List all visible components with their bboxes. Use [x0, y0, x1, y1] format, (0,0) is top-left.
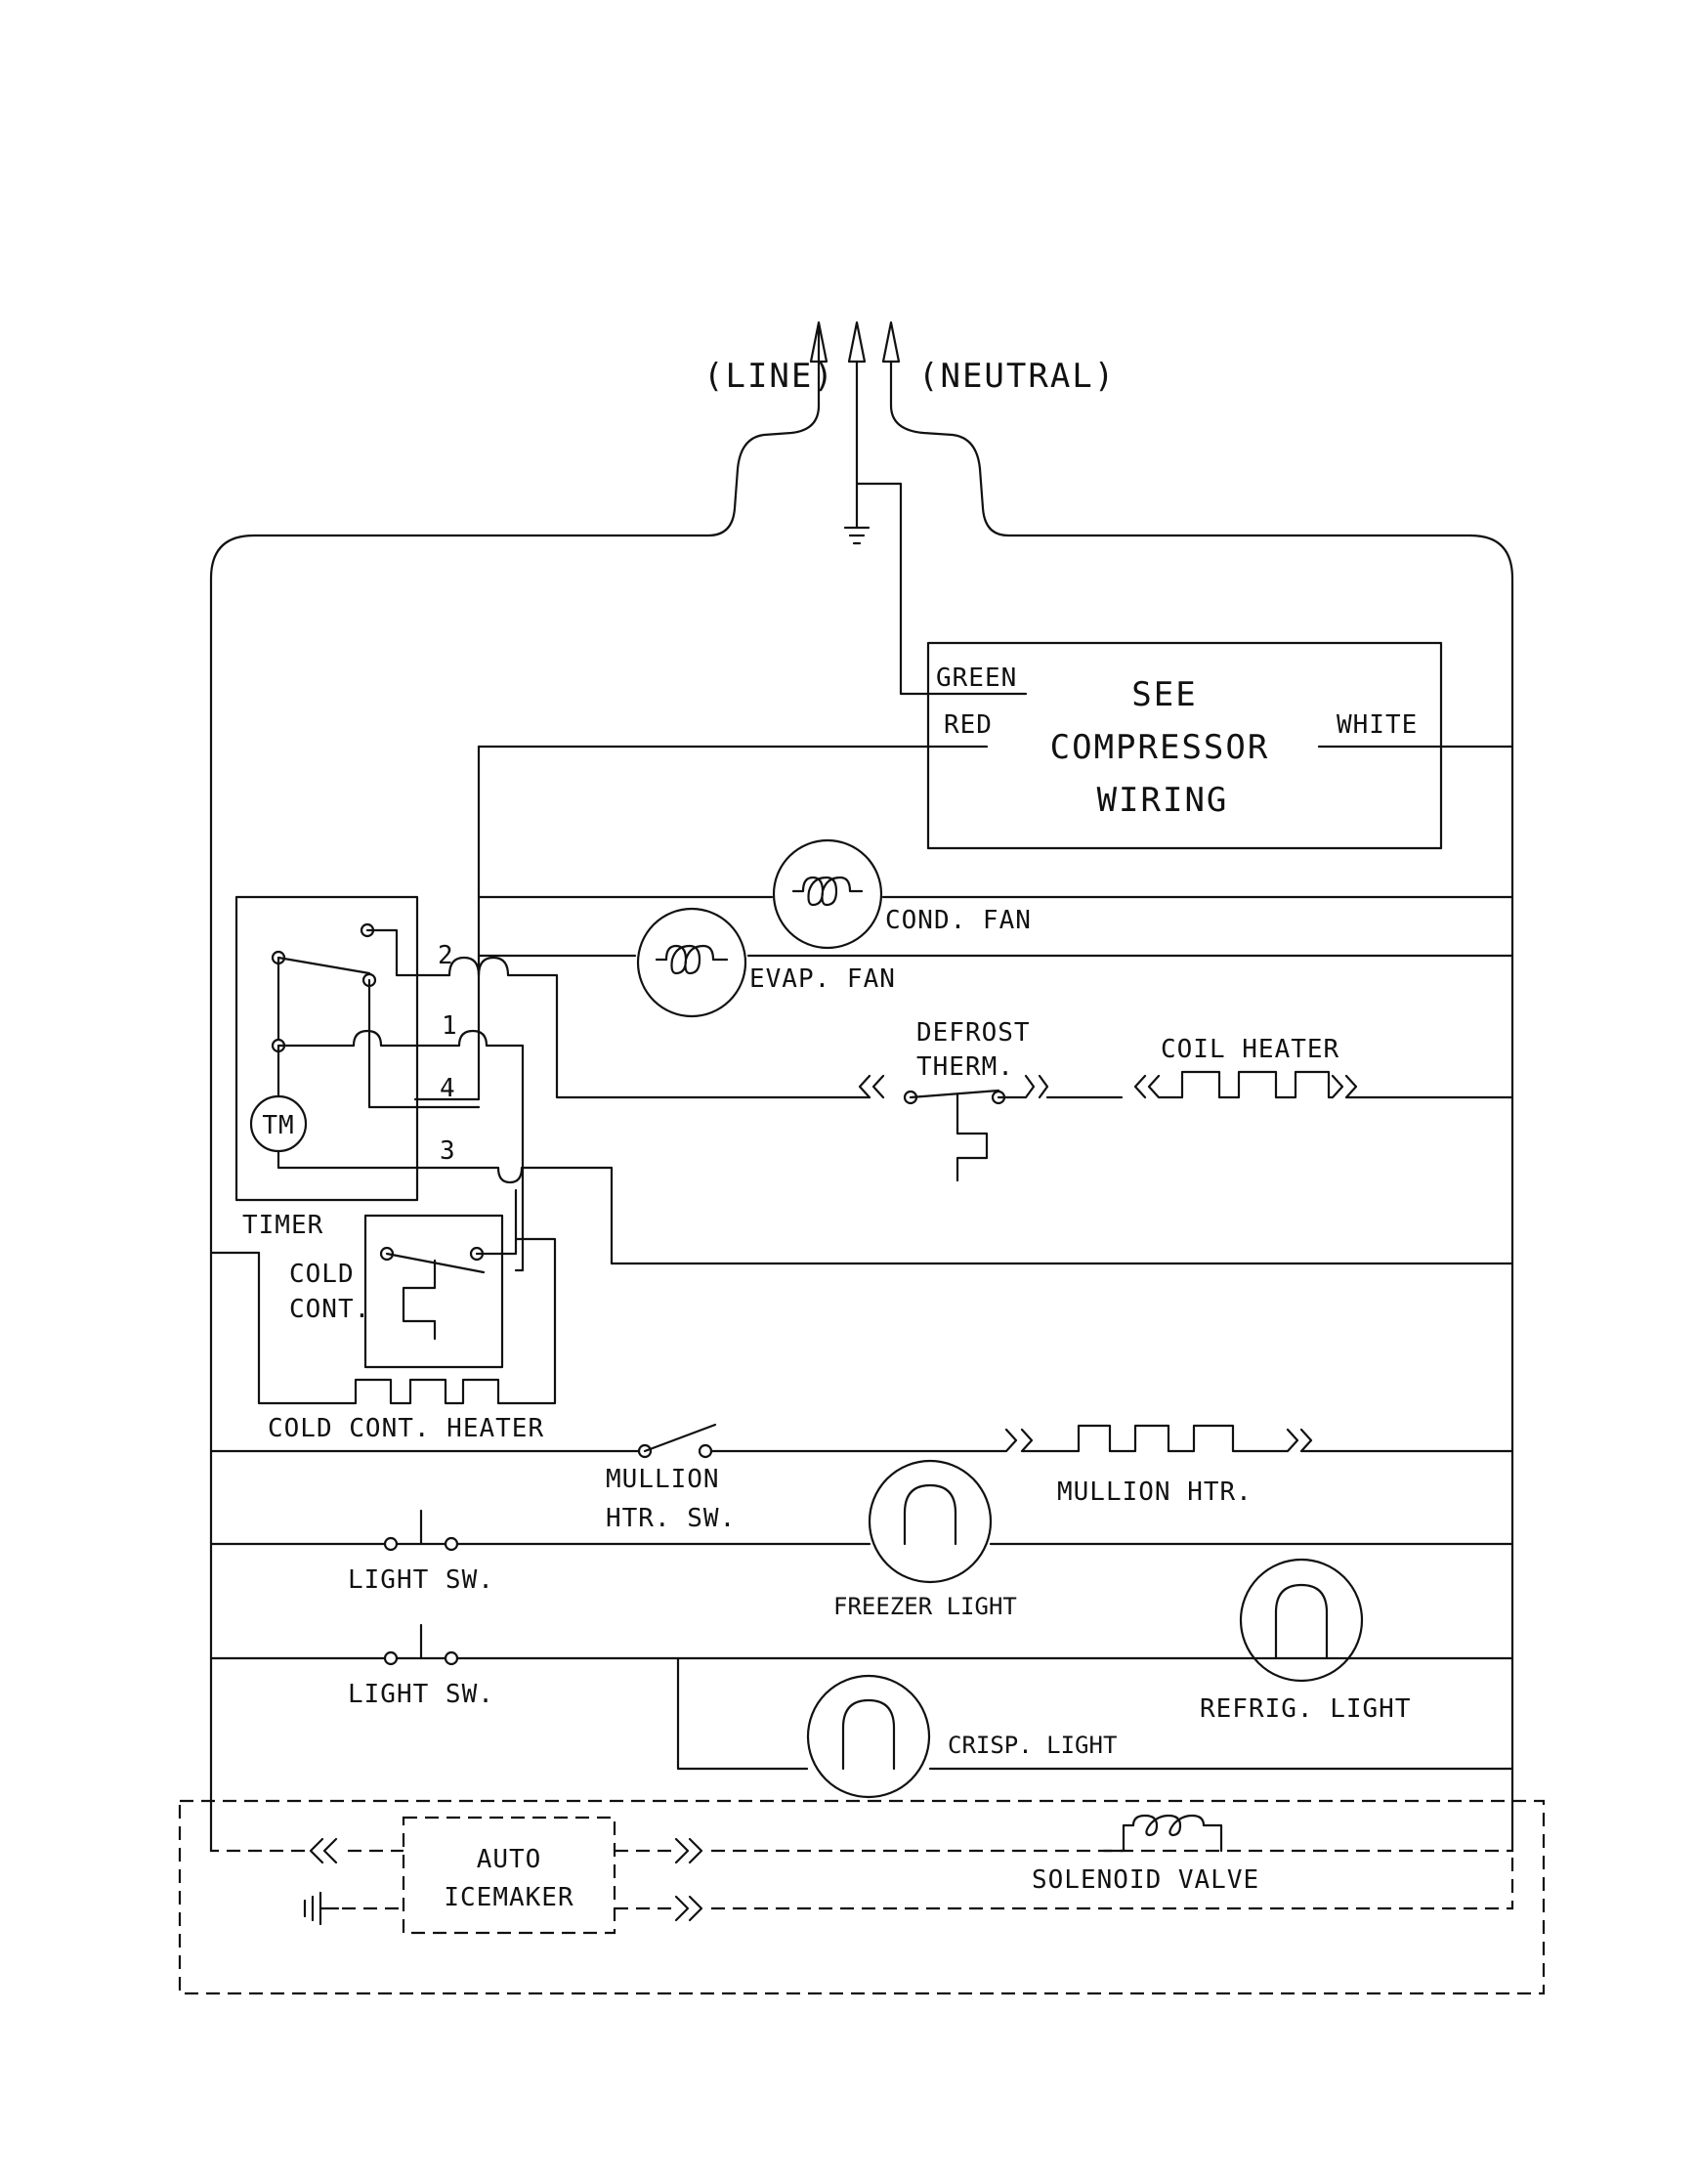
defrost-circuit: DEFROST THERM. COIL HEATER — [858, 1018, 1514, 1182]
compressor-title-line3: WIRING — [1097, 781, 1229, 820]
refrig-light-circuit: LIGHT SW. REFRIG. LIGHT CRISP. LIGHT — [209, 1558, 1514, 1799]
evap-fan-motor-icon — [636, 907, 747, 1018]
cold-control-heater-label: COLD CONT. HEATER — [268, 1414, 544, 1443]
solenoid-valve-coil-icon — [1102, 1814, 1223, 1853]
timer-lower-lead — [367, 978, 481, 1109]
timer-terminal-2-label: 2 — [438, 941, 454, 970]
icemaker-label-line2: ICEMAKER — [444, 1883, 573, 1912]
mullion-heater-circuit: MULLION HTR. SW. MULLION HTR. — [209, 1423, 1514, 1533]
refrig-light-filament-icon — [1274, 1583, 1329, 1660]
compressor-wiring-box: GREEN RED WHITE SEE COMPRESSOR WIRING — [477, 641, 1514, 850]
coil-heater-label: COIL HEATER — [1161, 1035, 1339, 1064]
mullion-heater-icon — [709, 1424, 1514, 1453]
freezer-light-icon — [868, 1459, 993, 1584]
defrost-therm-blade — [909, 1089, 1000, 1099]
icemaker-kit-outline — [178, 1799, 1546, 1995]
timer-switch-blade — [276, 956, 371, 975]
condenser-fan: COND. FAN — [477, 838, 1514, 950]
cold-control: COLD CONT. COLD CONT. HEATER — [209, 1188, 557, 1443]
defrost-timer: TM 2 1 4 3 TIMER — [234, 895, 1514, 1272]
cold-control-label-line1: COLD — [289, 1260, 355, 1289]
refrig-light-icon — [1239, 1558, 1364, 1683]
line-conductor — [209, 360, 821, 1847]
timer-label: TIMER — [242, 1211, 323, 1240]
mullion-switch-label-line1: MULLION — [606, 1465, 720, 1494]
defrost-therm-label-line2: THERM. — [916, 1052, 1014, 1082]
crisp-light-filament-icon — [841, 1698, 896, 1771]
icemaker-neutral-wire — [615, 1851, 1514, 1910]
timer-terminal-3-lead — [276, 1149, 1514, 1265]
crisp-light-wire — [676, 1656, 1514, 1771]
light-switch-1-contact-left-icon — [383, 1536, 399, 1552]
line-arrow-icon — [809, 321, 828, 364]
cold-control-label-line2: CONT. — [289, 1295, 370, 1324]
light-switch-1-label: LIGHT SW. — [348, 1565, 494, 1595]
solenoid-valve-label: SOLENOID VALVE — [1032, 1865, 1259, 1895]
evap-fan-label: EVAP. FAN — [749, 964, 896, 994]
coil-heater-icon — [1133, 1070, 1514, 1099]
icemaker-line-wire — [209, 1845, 404, 1853]
cond-fan-label: COND. FAN — [885, 906, 1032, 935]
mullion-heater-label: MULLION HTR. — [1057, 1477, 1253, 1507]
timer-box-outline — [234, 895, 419, 1202]
timer-terminal-3-label: 3 — [440, 1136, 456, 1166]
evap-fan-coil-icon — [655, 944, 729, 975]
neutral-label: (NEUTRAL) — [918, 357, 1116, 396]
timer-terminal-4-label: 4 — [440, 1074, 456, 1103]
icemaker-right-connector-2-icon — [674, 1895, 703, 1922]
freezer-light-filament-icon — [903, 1483, 957, 1546]
line-bus — [413, 745, 481, 1101]
cold-control-bimetal-icon — [402, 1259, 437, 1341]
light-switch-1-plunger-icon — [395, 1509, 447, 1546]
light-switch-2-plunger-icon — [395, 1623, 447, 1660]
mullion-switch-blade — [643, 1423, 717, 1453]
red-wire-label: RED — [944, 710, 993, 740]
neutral-conductor — [889, 360, 1514, 1847]
ground-icon — [843, 482, 871, 545]
timer-terminal-1-label: 1 — [442, 1011, 458, 1041]
power-cord: (LINE) (NEUTRAL) — [209, 321, 1514, 1847]
icemaker-ground-icon — [303, 1891, 340, 1926]
timer-terminal-2-lead — [447, 956, 871, 1099]
icemaker-kit: AUTO ICEMAKER SOLENOID VALVE — [178, 1799, 1546, 1995]
crisp-light-label: CRISP. LIGHT — [948, 1732, 1117, 1759]
cold-control-box-outline — [363, 1214, 504, 1369]
cond-fan-coil-icon — [791, 876, 864, 907]
icemaker-line-connector-icon — [309, 1837, 338, 1864]
freezer-light-label: FREEZER LIGHT — [833, 1593, 1017, 1620]
cond-fan-motor-icon — [772, 838, 883, 950]
line-label: (LINE) — [703, 357, 835, 396]
timer-motor-label: TM — [262, 1111, 294, 1140]
timer-upper-lead — [365, 928, 451, 977]
light-switch-2-contact-left-icon — [383, 1650, 399, 1666]
icemaker-right-connector-1-icon — [674, 1837, 703, 1864]
green-wire-label: GREEN — [936, 664, 1017, 693]
cold-control-heater-icon — [257, 1229, 557, 1405]
ground-conductor — [855, 360, 1028, 696]
timer-terminal-1-lead — [276, 1029, 525, 1272]
defrost-therm-bimetal-icon — [956, 1092, 989, 1182]
evaporator-fan: EVAP. FAN — [477, 907, 1514, 1018]
defrost-therm-label-line1: DEFROST — [916, 1018, 1031, 1048]
ground-arrow-icon — [847, 321, 867, 364]
light-switch-2-label: LIGHT SW. — [348, 1680, 494, 1709]
mullion-switch-contact-right-icon — [698, 1443, 713, 1459]
defrost-connector-left-icon — [858, 1074, 885, 1099]
defrost-connector-right-icon — [997, 1074, 1124, 1099]
neutral-arrow-icon — [881, 321, 901, 364]
crisp-light-icon — [806, 1674, 931, 1799]
freezer-light-circuit: LIGHT SW. FREEZER LIGHT — [209, 1459, 1514, 1620]
icemaker-solenoid-wire — [615, 1845, 1514, 1853]
refrig-light-label: REFRIG. LIGHT — [1200, 1694, 1412, 1724]
compressor-title-line2: COMPRESSOR — [1050, 728, 1270, 767]
icemaker-label-line1: AUTO — [477, 1845, 542, 1874]
light-switch-1-contact-right-icon — [444, 1536, 459, 1552]
mullion-switch-label-line2: HTR. SW. — [606, 1504, 736, 1533]
icemaker-box-outline — [402, 1816, 616, 1935]
compressor-title-line1: SEE — [1131, 675, 1197, 714]
light-switch-2-contact-right-icon — [444, 1650, 459, 1666]
white-wire-label: WHITE — [1337, 710, 1418, 740]
